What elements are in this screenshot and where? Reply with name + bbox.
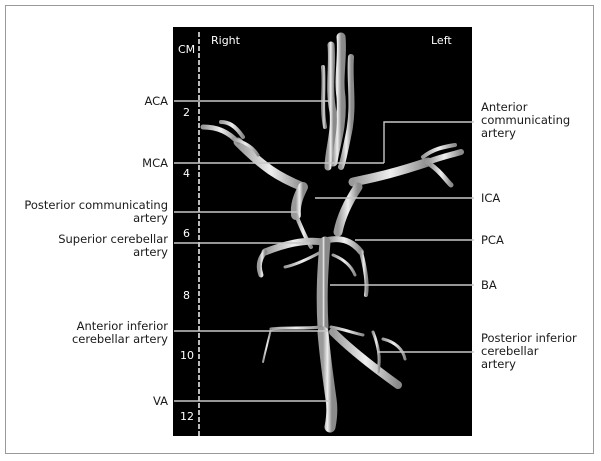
label-superior-cerebellar-artery: Superior cerebellar artery	[58, 232, 168, 259]
figure-frame	[5, 5, 594, 454]
label-anterior-communicating-artery: Anterior communicating artery	[481, 100, 571, 140]
label-anterior-inferior-cerebellar-artery: Anterior inferior cerebellar artery	[71, 319, 168, 346]
leader-acom	[383, 121, 474, 163]
label-ba: BA	[481, 278, 497, 292]
scale-unit-label: CM	[178, 43, 196, 56]
scale-tick-6: 6	[183, 227, 190, 240]
side-left-label: Left	[431, 34, 452, 47]
vessel-tree	[200, 32, 464, 433]
scale-tick-2: 2	[183, 106, 190, 119]
specimen-photograph	[173, 27, 472, 436]
label-posterior-communicating-artery: Posterior communicating artery	[24, 198, 168, 225]
scale-tick-4: 4	[183, 167, 190, 180]
label-va: VA	[153, 394, 168, 408]
label-mca: MCA	[142, 156, 168, 170]
scale-tick-10: 10	[180, 349, 194, 362]
label-posterior-inferior-cerebellar-artery: Posterior inferior cerebellar artery	[481, 331, 577, 371]
label-ica: ICA	[481, 191, 501, 205]
scale-tick-12: 12	[180, 410, 194, 423]
label-aca: ACA	[144, 94, 168, 108]
scale-tick-8: 8	[183, 289, 190, 302]
vessel-illustration	[198, 32, 464, 436]
label-pca: PCA	[481, 233, 504, 247]
side-right-label: Right	[211, 34, 240, 47]
